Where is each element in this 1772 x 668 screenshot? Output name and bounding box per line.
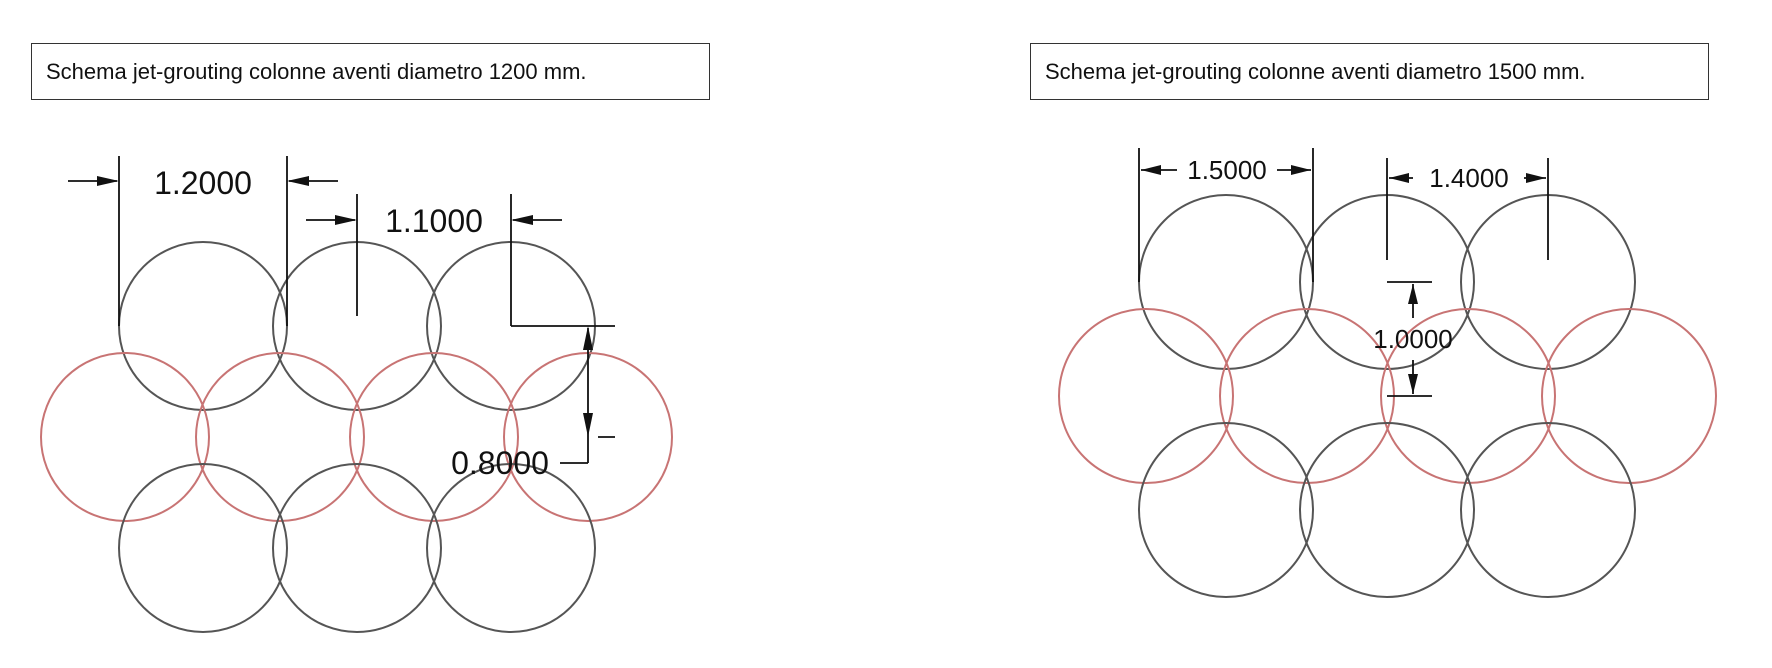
column-circle [272,463,442,633]
right-scheme: 1.5000 1.4000 1.0000 [1058,148,1717,598]
right-scheme-caption: Schema jet-grouting colonne aventi diame… [1030,43,1709,100]
right-dimension-arrows [1141,165,1546,394]
column-circle [426,463,596,633]
left-dimension-lines [68,156,615,464]
right-dim-diameter-label: 1.5000 [1187,155,1267,185]
column-circle [349,352,519,522]
left-dim-row-offset-label: 0.8000 [451,445,549,481]
arrow-left-icon [1389,173,1409,183]
column-circle [40,352,210,522]
arrow-down-icon [583,413,593,437]
column-circle [118,463,288,633]
left-scheme-caption: Schema jet-grouting colonne aventi diame… [31,43,710,100]
column-circle [118,241,288,411]
left-dim-spacing-label: 1.1000 [385,203,483,239]
left-dim-diameter-label: 1.2000 [154,165,252,201]
column-circle [1380,308,1556,484]
arrow-up-icon [1408,284,1418,304]
arrow-left-icon [511,215,533,225]
column-circle [1299,422,1475,598]
arrow-up-icon [583,326,593,350]
arrow-right-icon [335,215,357,225]
column-circle [1058,308,1234,484]
arrow-left-icon [1141,165,1161,175]
column-circle [1219,308,1395,484]
arrow-left-icon [287,176,309,186]
column-circle [1460,422,1636,598]
left-scheme: 1.2000 1.1000 0.8000 [40,156,673,633]
right-dim-spacing-label: 1.4000 [1429,163,1509,193]
column-circle [195,352,365,522]
arrow-right-icon [1526,173,1546,183]
left-dimension-arrows [97,176,593,437]
column-circle [1138,194,1314,370]
arrow-down-icon [1408,374,1418,394]
column-circle [1541,308,1717,484]
right-dim-row-offset-label: 1.0000 [1373,324,1453,354]
arrow-right-icon [97,176,119,186]
arrow-right-icon [1291,165,1311,175]
column-circle [1138,422,1314,598]
